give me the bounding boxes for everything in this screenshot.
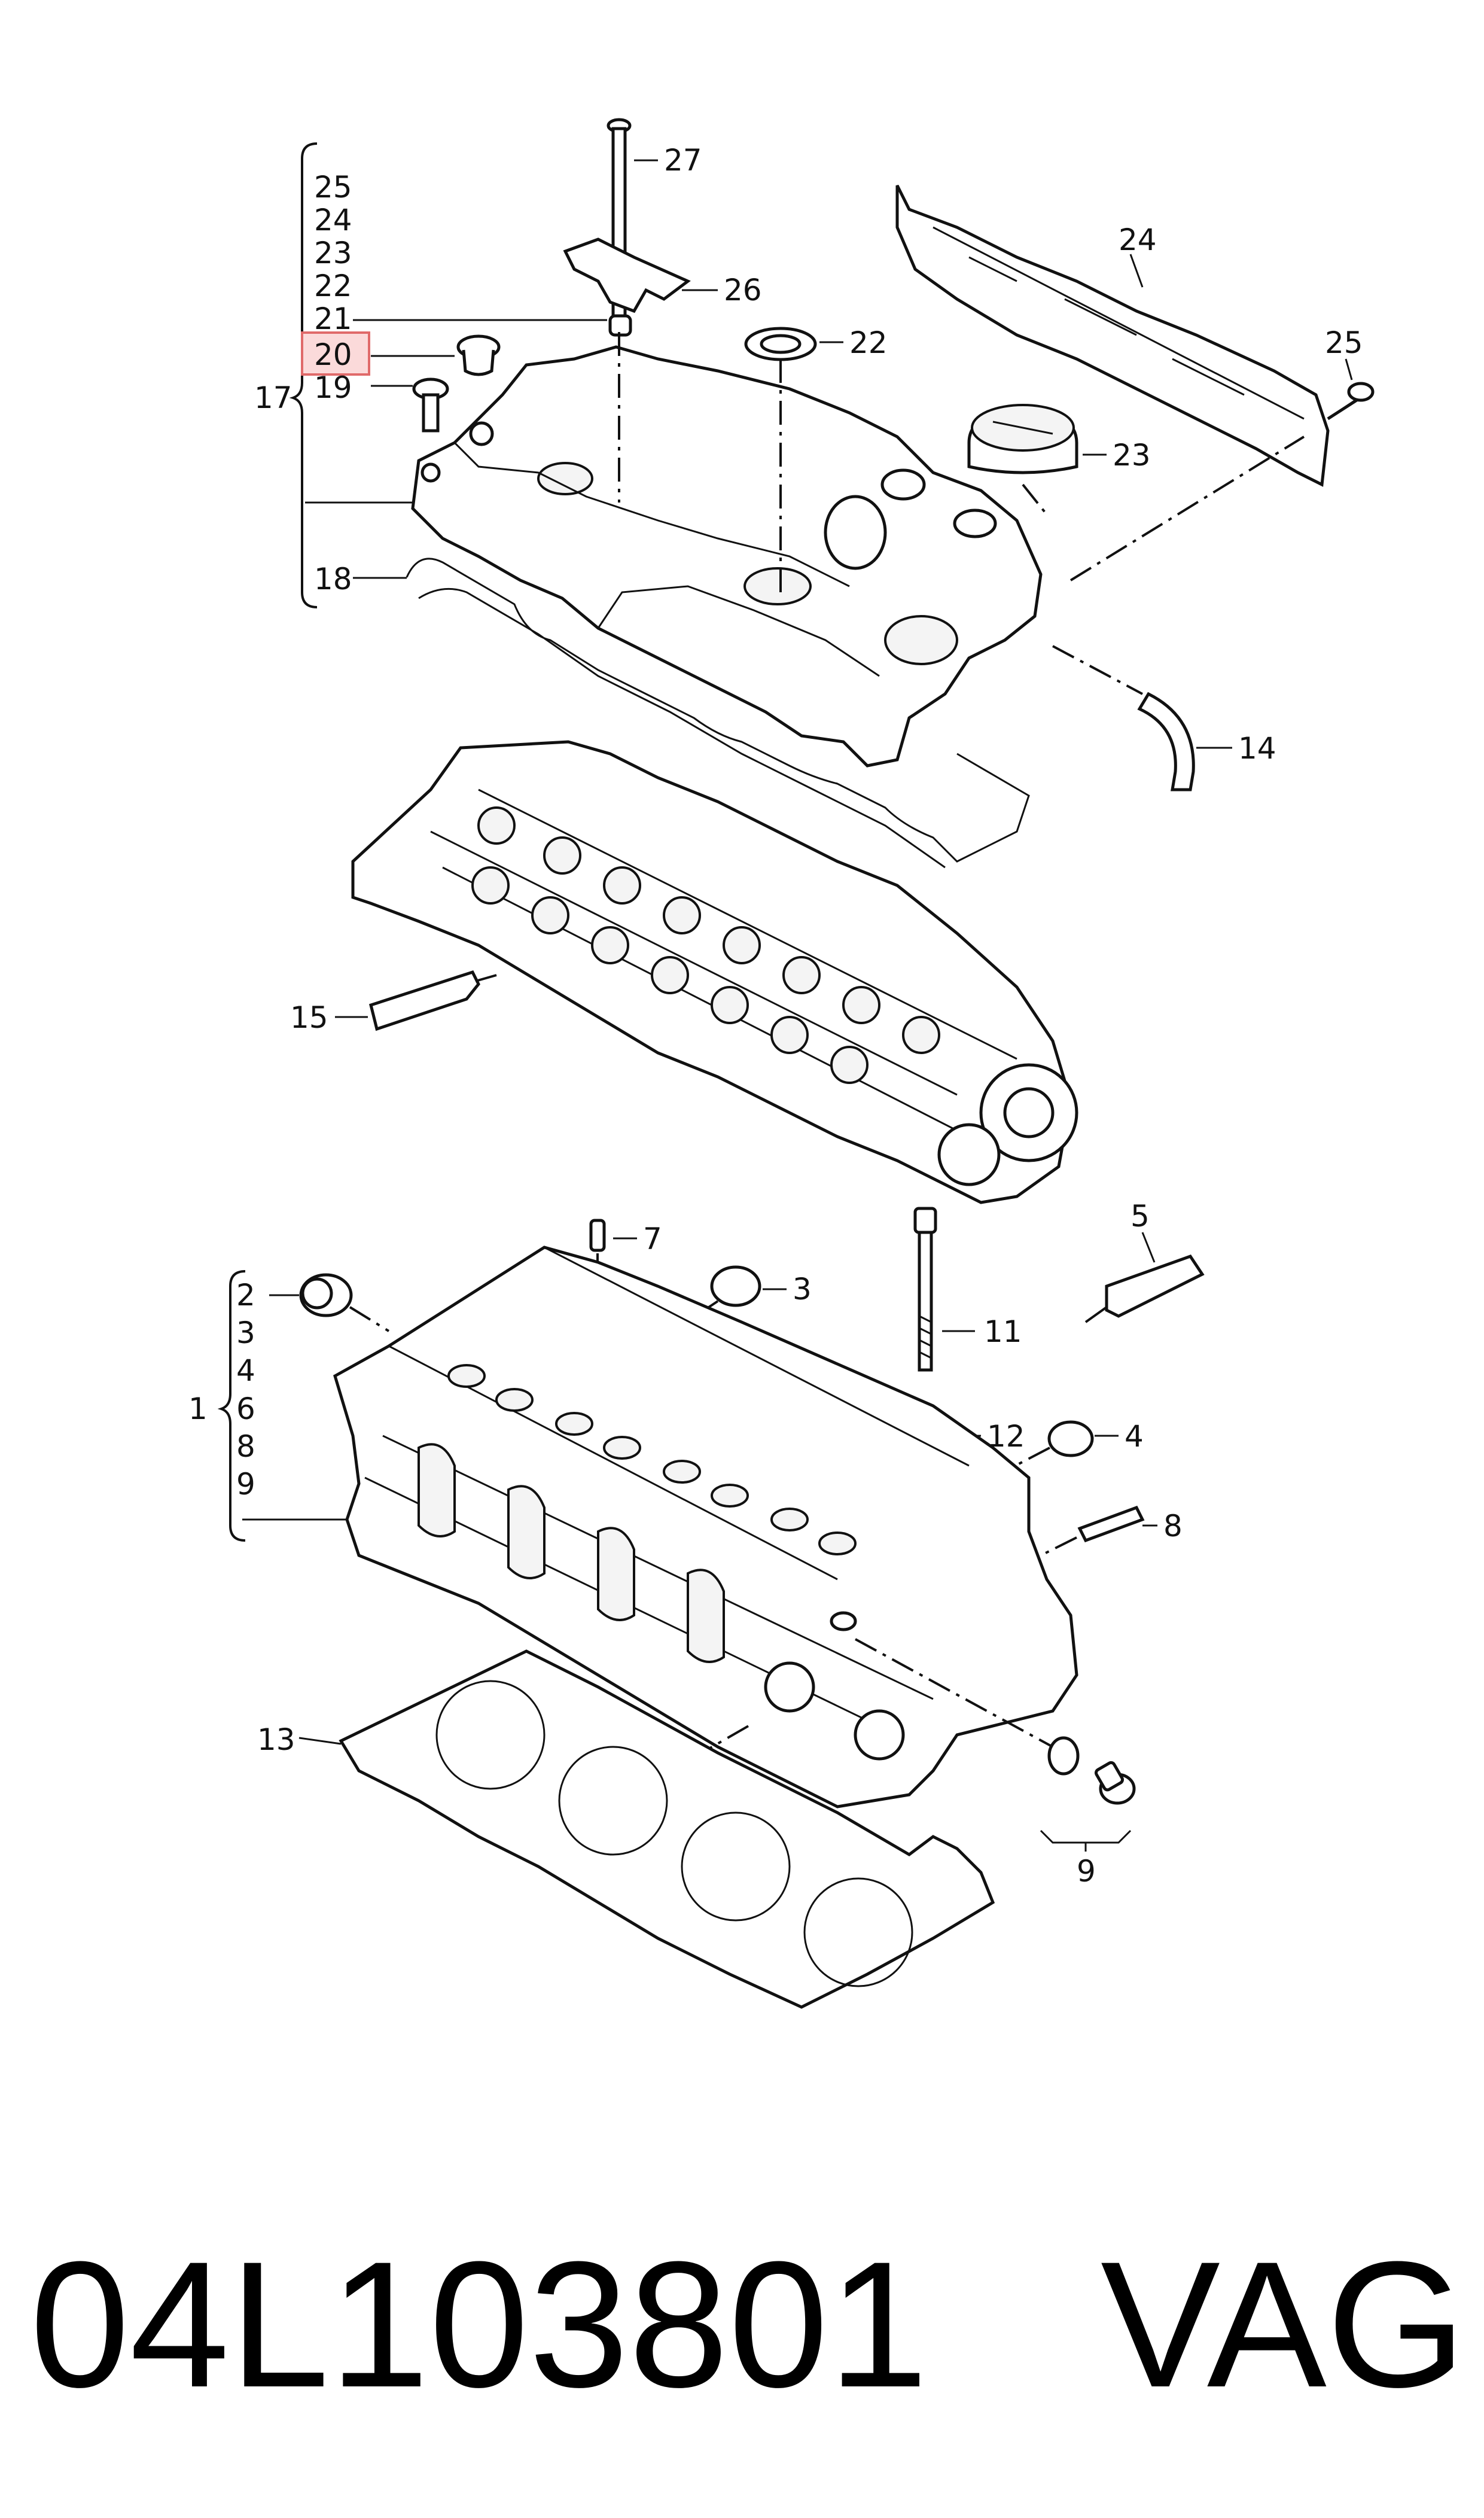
- callout-3: 3: [793, 1272, 812, 1307]
- plug-4: [1047, 1420, 1094, 1457]
- callout-21: 21: [314, 302, 352, 336]
- callout-9: 9: [1077, 1854, 1096, 1889]
- oil-filler-cap-23: [967, 404, 1078, 474]
- bolt-11: [913, 1207, 937, 1372]
- callout-22-list: 22: [314, 269, 352, 303]
- callout-27: 27: [664, 143, 702, 178]
- callout-26: 26: [724, 273, 762, 307]
- callout-2: 2: [236, 1278, 255, 1313]
- callout-20: 20: [314, 337, 352, 372]
- callout-6-list: 6: [236, 1392, 255, 1426]
- plug-3: [710, 1265, 761, 1307]
- cylinder-head: [333, 1246, 1078, 1808]
- sealant-tube-5: [1105, 1254, 1205, 1318]
- sealant-tube-15: [369, 970, 480, 1031]
- gasket-18: [406, 558, 1030, 869]
- callout-25-list: 25: [314, 170, 352, 205]
- bracket-26: [563, 238, 691, 313]
- callout-3-list: 3: [236, 1316, 255, 1350]
- callout-8: 8: [1163, 1509, 1183, 1543]
- callout-11: 11: [984, 1314, 1022, 1349]
- intake-ports: [418, 1443, 725, 1663]
- hose-14: [1137, 692, 1195, 791]
- part-info-footer: 04L103801 VAG: [0, 2225, 1484, 2423]
- callout-22: 22: [849, 325, 888, 360]
- camshaft-lobes: [471, 806, 940, 1084]
- valve-cover: [411, 345, 1043, 768]
- callout-9-list: 9: [236, 1467, 255, 1502]
- pin-7: [589, 1219, 606, 1252]
- callout-19: 19: [314, 370, 352, 405]
- callout-23: 23: [1113, 438, 1151, 473]
- callout-25: 25: [1325, 325, 1363, 360]
- plug-2: [299, 1273, 353, 1317]
- part-number: 04L103801: [30, 2224, 928, 2425]
- head-gasket-13: [339, 1649, 995, 2009]
- camshaft-housing: [351, 740, 1078, 1204]
- group-17-bracket: [289, 142, 318, 608]
- callout-13: 13: [257, 1722, 295, 1757]
- callout-20-highlight: [301, 331, 370, 376]
- callout-24: 24: [1119, 223, 1157, 257]
- seal-22: [744, 327, 817, 361]
- cover-strip-24: [895, 184, 1330, 487]
- callout-23-list: 23: [314, 236, 352, 270]
- callout-5: 5: [1130, 1199, 1150, 1234]
- group-9-bracket: [1040, 1829, 1132, 1852]
- callout-24-list: 24: [314, 203, 352, 238]
- callout-1: 1: [188, 1392, 208, 1426]
- callout-4: 4: [1125, 1419, 1144, 1454]
- callout-8-list: 8: [236, 1429, 255, 1464]
- bolt-25: [1327, 382, 1375, 421]
- bolt-19: [412, 377, 449, 433]
- brand-name: VAG: [1101, 2224, 1467, 2425]
- plug-9: [1094, 1761, 1136, 1805]
- group-1-bracket: [217, 1270, 246, 1542]
- callout-4-list: 4: [236, 1353, 255, 1388]
- seal-9: [1047, 1736, 1080, 1776]
- callout-15: 15: [290, 1000, 328, 1035]
- callout-14: 14: [1238, 731, 1276, 766]
- callout-7: 7: [643, 1222, 662, 1256]
- callout-18: 18: [314, 562, 352, 596]
- stud-8: [1077, 1505, 1145, 1543]
- cap-20: [456, 334, 501, 376]
- valve-ports: [447, 1364, 857, 1555]
- callout-17: 17: [254, 380, 292, 415]
